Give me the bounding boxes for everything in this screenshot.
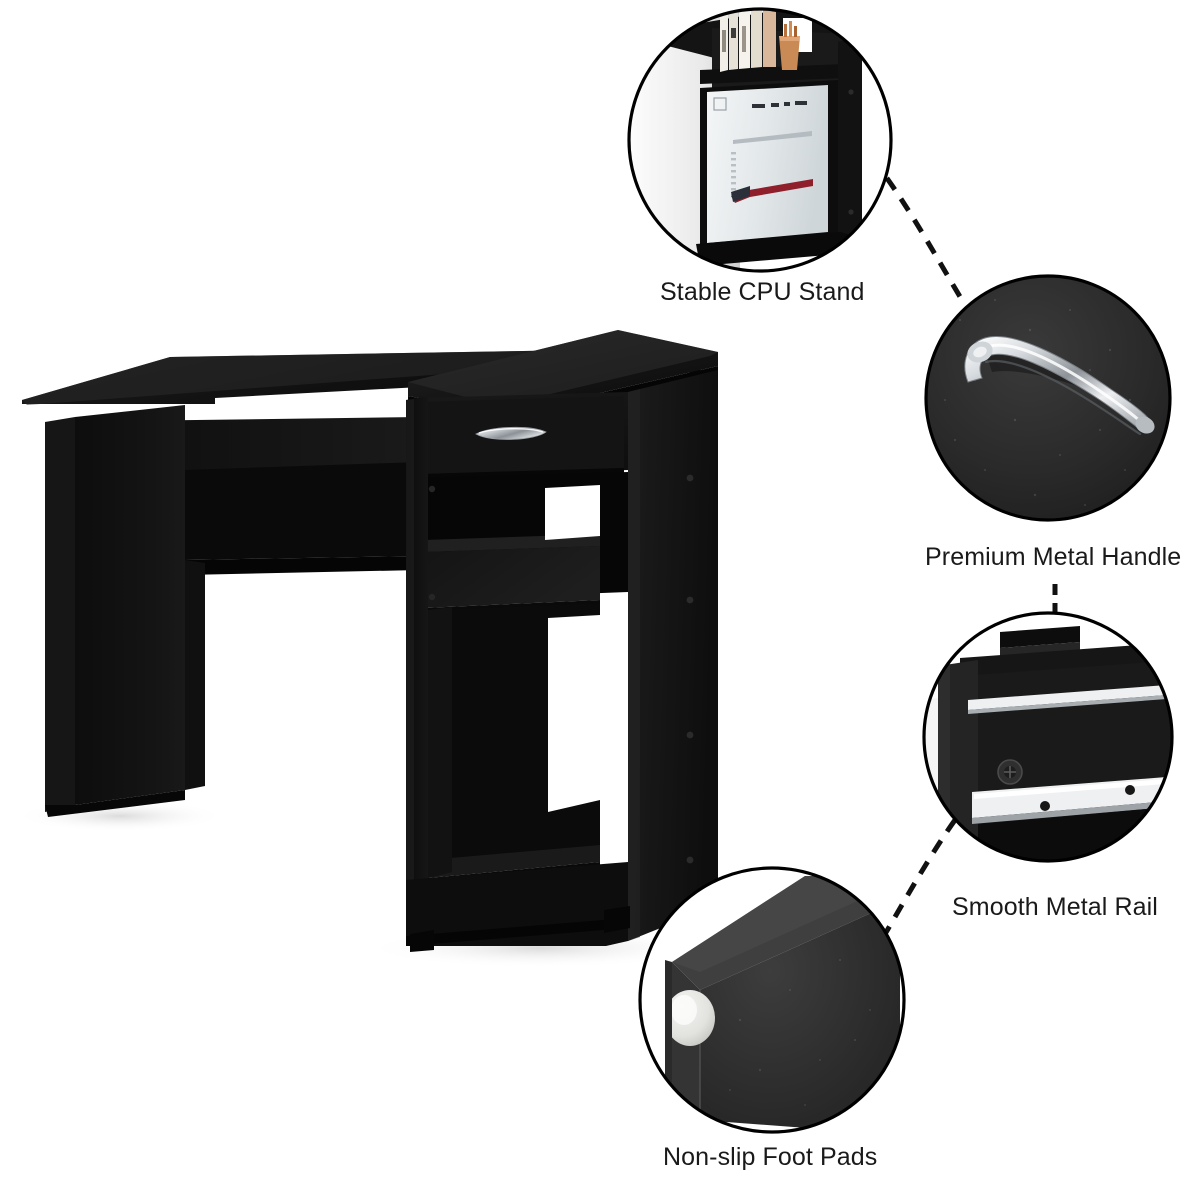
feature-label-foot-pads: Non-slip Foot Pads	[663, 1143, 878, 1171]
feature-label-cpu-stand: Stable CPU Stand	[660, 278, 865, 306]
feature-label-metal-handle: Premium Metal Handle	[925, 543, 1182, 571]
feature-label-metal-rail: Smooth Metal Rail	[952, 893, 1158, 921]
